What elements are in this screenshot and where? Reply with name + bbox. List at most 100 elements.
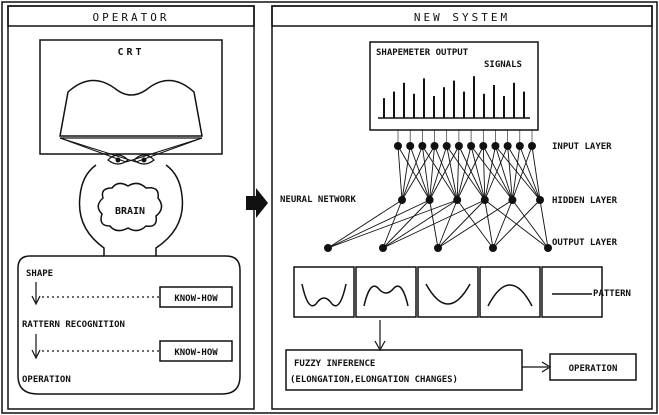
left-pupil-icon	[115, 157, 121, 163]
hidden-output-connection	[327, 199, 458, 249]
input-hidden-connection	[511, 145, 533, 201]
pattern-u-curve	[425, 283, 471, 305]
crt-view-line	[59, 137, 137, 163]
hidden-node	[480, 196, 489, 204]
input-node	[418, 142, 427, 150]
knowhow-box	[159, 286, 233, 308]
input-layer-label: INPUT LAYER	[552, 142, 612, 152]
signals-title-line2: SIGNALS	[484, 60, 522, 70]
input-hidden-connection	[429, 145, 435, 201]
input-node	[479, 142, 488, 150]
hidden-node	[398, 196, 406, 204]
operator-title: OPERATOR	[93, 11, 170, 24]
hidden-output-connection	[492, 199, 513, 249]
input-node	[491, 142, 500, 150]
input-hidden-connection	[409, 145, 431, 201]
input-hidden-connection	[446, 145, 486, 201]
pattern-box-arch-shape	[479, 266, 541, 318]
hidden-output-connection	[382, 199, 485, 249]
input-hidden-connection	[401, 145, 423, 201]
step-operation: OPERATION	[22, 375, 71, 385]
pattern-row	[293, 266, 603, 318]
pattern-box-w-shape	[293, 266, 355, 318]
hidden-output-connection	[327, 199, 430, 249]
input-hidden-connection	[421, 145, 431, 201]
output-layer-label: OUTPUT LAYER	[552, 238, 618, 248]
input-hidden-connection	[397, 145, 403, 201]
crt-view-line	[59, 137, 127, 163]
operator-panel: OPERATOR CRT BRAIN SHAPE KNOW-HOW RATTER…	[7, 5, 255, 410]
step-arrow-head	[31, 349, 41, 360]
input-node	[503, 142, 512, 150]
hidden-output-connection	[327, 199, 403, 249]
input-hidden-connection	[482, 145, 513, 201]
step-arrow-head	[31, 295, 41, 306]
hidden-node	[536, 196, 544, 204]
input-hidden-connection	[458, 145, 486, 201]
knowhow-label: KNOW-HOW	[174, 294, 218, 304]
hidden-output-connection	[437, 199, 513, 249]
step-pattern-recognition: RATTERN RECOGNITION	[22, 320, 125, 330]
fuzzy-title: FUZZY INFERENCE	[294, 359, 375, 369]
hidden-node	[425, 196, 434, 204]
input-hidden-connection	[519, 145, 541, 201]
pattern-box-m-shape	[355, 266, 417, 318]
input-hidden-connection	[495, 145, 541, 201]
operation-label: OPERATION	[569, 364, 618, 374]
knowhow-box	[159, 340, 233, 362]
pattern-arch-curve	[487, 284, 533, 307]
input-hidden-connection	[470, 145, 513, 201]
input-hidden-connection	[456, 145, 460, 201]
brain-outline	[97, 182, 163, 232]
hidden-output-connection	[382, 199, 458, 249]
neural-network-label: NEURAL NETWORK	[280, 195, 356, 205]
input-hidden-connection	[531, 145, 541, 201]
input-node	[406, 142, 415, 150]
input-hidden-connection	[495, 145, 513, 201]
hidden-output-connection	[539, 199, 549, 249]
pattern-m-curve	[363, 285, 409, 307]
hidden-output-connection	[382, 199, 430, 249]
input-hidden-connection	[397, 145, 430, 201]
output-node	[489, 244, 497, 252]
hidden-node	[453, 196, 462, 204]
input-hidden-connection	[507, 145, 541, 201]
hidden-output-connection	[512, 199, 549, 249]
new-system-title: NEW SYSTEM	[414, 11, 510, 24]
hidden-layer-label: HIDDEN LAYER	[552, 196, 618, 206]
input-hidden-connection	[421, 145, 458, 201]
input-hidden-connection	[446, 145, 458, 201]
hidden-node	[508, 196, 517, 204]
input-node	[394, 142, 402, 150]
operation-box	[549, 353, 637, 381]
crt-view-line	[125, 137, 203, 163]
right-eye-icon	[133, 154, 155, 165]
left-eye-icon	[107, 154, 129, 165]
input-hidden-connection	[434, 145, 458, 201]
pattern-w-curve	[301, 283, 347, 307]
fuzzy-inference-box	[285, 349, 523, 391]
input-hidden-connection	[511, 145, 521, 201]
input-node	[442, 142, 451, 150]
knowhow-label: KNOW-HOW	[174, 348, 218, 358]
signals-box	[369, 41, 539, 131]
hidden-output-connection	[437, 199, 458, 249]
signal-bars	[378, 76, 530, 119]
pattern-label: PATTERN	[593, 289, 631, 299]
input-hidden-connection	[401, 145, 411, 201]
output-node	[379, 244, 387, 252]
crt-shape-curve	[59, 79, 203, 137]
hidden-output-connection	[492, 199, 541, 249]
hidden-output-connection	[484, 199, 494, 249]
input-node	[467, 142, 476, 150]
output-node	[324, 244, 332, 252]
new-system-panel: NEW SYSTEM SHAPEMETER OUTPUT SIGNALS INP…	[271, 5, 653, 410]
input-node	[454, 142, 463, 150]
output-node	[434, 244, 442, 252]
input-hidden-connection	[470, 145, 486, 201]
output-node	[544, 244, 552, 252]
transition-arrow-icon	[246, 188, 268, 218]
fuzzy-subtitle: (ELONGATION,ELONGATION CHANGES)	[290, 375, 458, 385]
